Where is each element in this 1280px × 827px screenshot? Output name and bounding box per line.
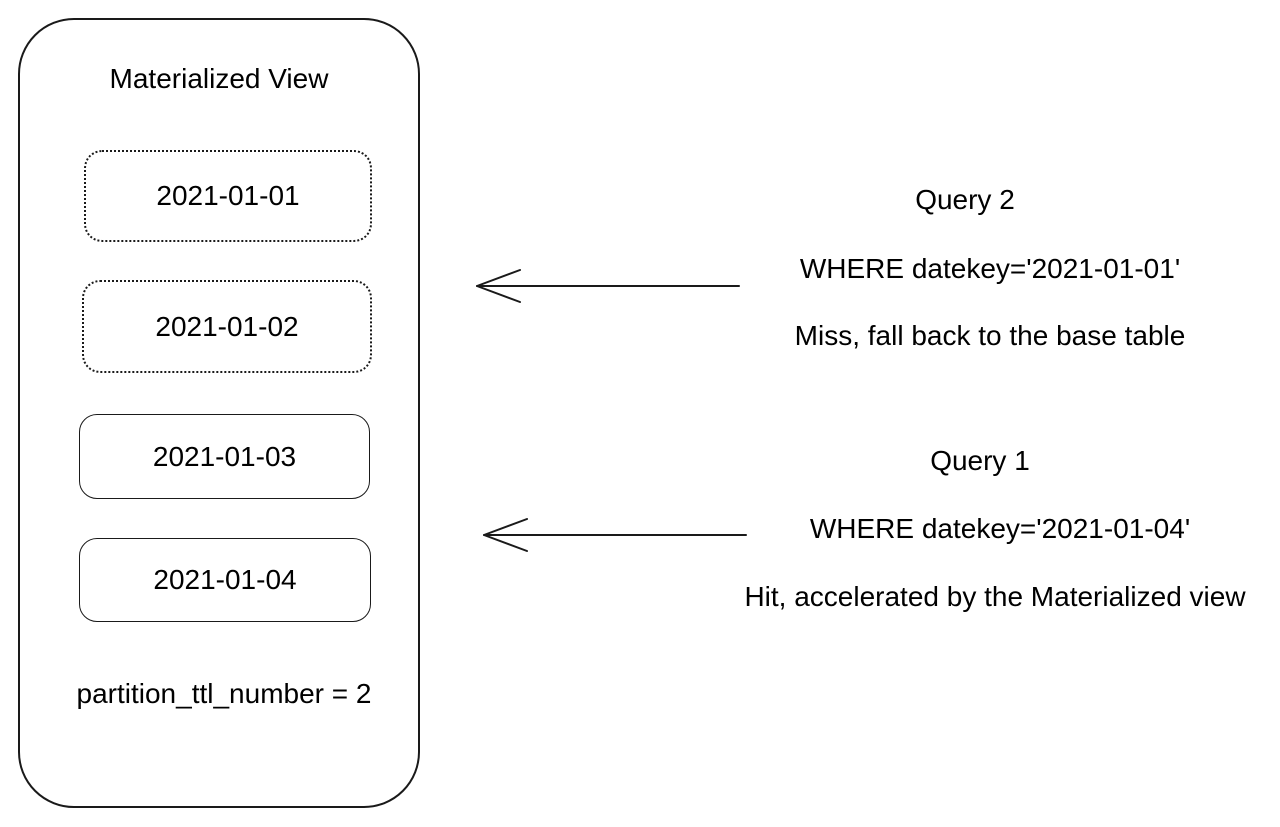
query-2-title: Query 2: [915, 184, 1015, 215]
query-2-result: Miss, fall back to the base table: [794, 320, 1186, 351]
materialized-view-container: [18, 18, 420, 808]
partition-2021-01-04: 2021-01-04: [79, 538, 371, 622]
query-1-arrow: [483, 518, 747, 552]
query-2-where-clause: WHERE datekey='2021-01-01': [799, 253, 1181, 284]
partition-ttl-label: partition_ttl_number = 2: [76, 678, 372, 709]
partition-label: 2021-01-01: [156, 180, 300, 211]
query-2-arrow: [476, 269, 740, 303]
partition-label: 2021-01-04: [153, 564, 297, 595]
query-1-result: Hit, accelerated by the Materialized vie…: [744, 581, 1246, 612]
materialized-view-title: Materialized View: [109, 63, 329, 94]
query-1-title: Query 1: [930, 445, 1030, 476]
query-1-where-clause: WHERE datekey='2021-01-04': [809, 513, 1191, 544]
partition-2021-01-03: 2021-01-03: [79, 414, 370, 499]
partition-label: 2021-01-03: [152, 440, 297, 472]
partition-2021-01-01: 2021-01-01: [84, 150, 372, 242]
partition-2021-01-02: 2021-01-02: [82, 280, 372, 373]
partition-label: 2021-01-02: [155, 310, 299, 342]
